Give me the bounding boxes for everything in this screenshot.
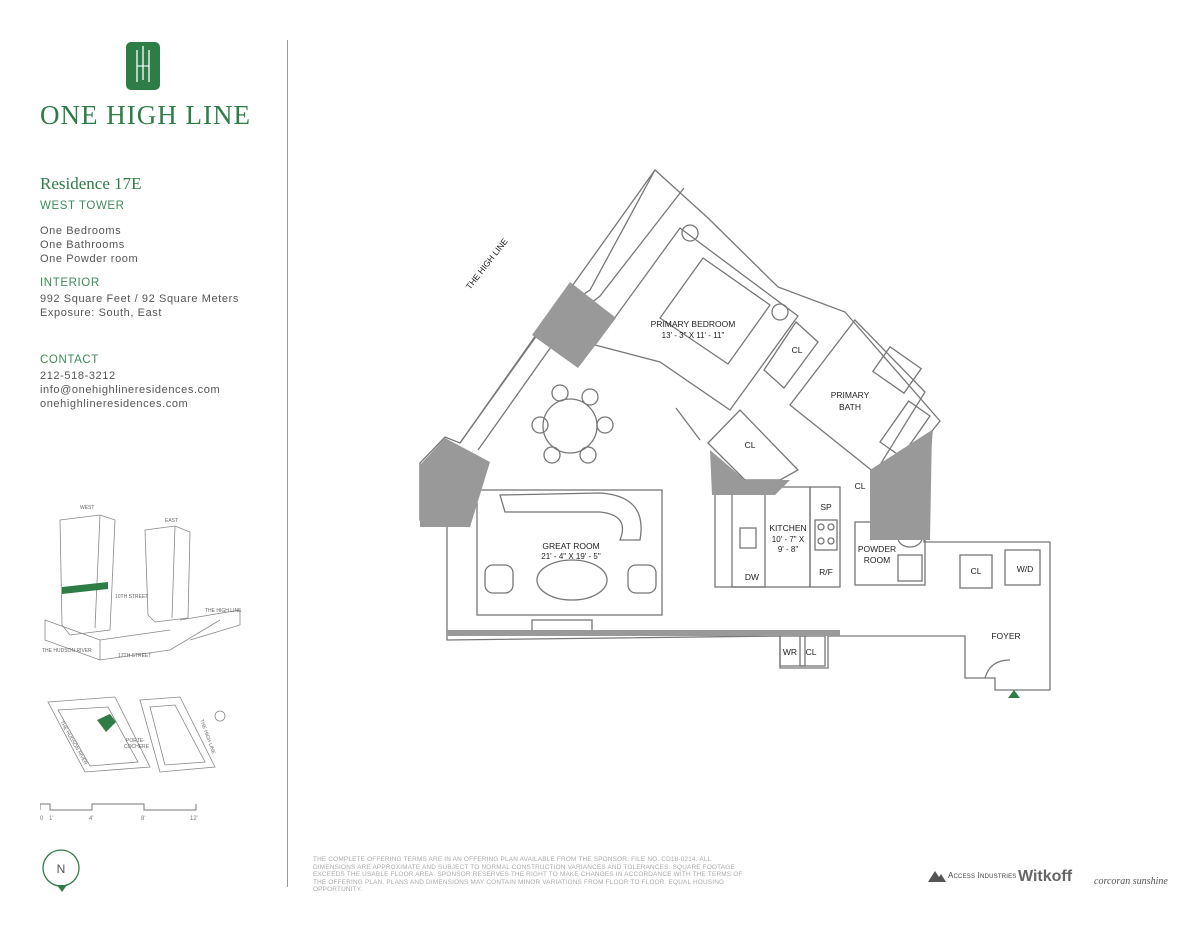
powder-room-label-1: POWDER: [858, 544, 896, 554]
interior-exposure: Exposure: South, East: [40, 307, 163, 319]
interior-heading: INTERIOR: [40, 277, 100, 289]
bathrooms-count: One Bathrooms: [40, 239, 125, 251]
kitchen-dim-2: 9' - 8": [778, 545, 799, 554]
key-hudson-label: THE HUDSON RIVER: [42, 648, 92, 654]
primary-bedroom-dim: 13' - 3" X 11' - 11": [662, 331, 725, 340]
building-key-plan: WEST EAST 10TH STREET THE HIGH LINE THE …: [42, 505, 242, 661]
wr-label: WR: [783, 647, 797, 657]
powder-count: One Powder room: [40, 253, 139, 265]
bath-closet-label: CL: [855, 481, 866, 491]
primary-bath-label-2: BATH: [839, 402, 861, 412]
residence-tower: WEST TOWER: [40, 200, 125, 212]
floor-plan: THE HIGH LINE PRIMARY BEDROOM 13' - 3" X…: [419, 169, 1051, 698]
primary-bedroom-label: PRIMARY BEDROOM: [651, 319, 736, 329]
key-west-label: WEST: [80, 505, 94, 511]
kitchen-label: KITCHEN: [769, 523, 806, 533]
divider: [287, 40, 288, 887]
brand-logo-icon: [126, 42, 160, 90]
site-high-line-label: THE HIGH LINE: [198, 719, 216, 756]
hall-closet-label: CL: [745, 440, 756, 450]
site-hudson-label: THE HUDSON RIVER: [58, 720, 88, 766]
kitchen-dim-1: 10' - 7" X: [772, 535, 805, 544]
primary-bath-label-1: PRIMARY: [831, 390, 870, 400]
washer-dryer-label: W/D: [1017, 564, 1034, 574]
key-high-line-label: THE HIGH LINE: [205, 608, 242, 614]
scale-tick-4: 4': [89, 816, 93, 822]
scale-tick-0: 0: [40, 816, 44, 822]
dw-label: DW: [745, 572, 759, 582]
north-compass-icon: N: [42, 849, 80, 892]
bedroom-closet-label: CL: [792, 345, 803, 355]
powder-room-label-2: ROOM: [864, 555, 890, 565]
access-mountain-icon: [928, 871, 946, 882]
witkoff-logo: Witkoff: [1018, 868, 1073, 885]
contact-phone[interactable]: 212-518-3212: [40, 370, 116, 382]
foyer-label: FOYER: [991, 631, 1020, 641]
great-room-label: GREAT ROOM: [542, 541, 599, 551]
key-17th-street-label: 17TH STREET: [118, 653, 151, 659]
foyer-closet-label: CL: [971, 566, 982, 576]
access-label: Access Industries: [947, 871, 1017, 881]
great-room-dim: 21' - 4" X 19' - 5": [541, 552, 601, 561]
site-plan: THE HUDSON RIVER PORTE- COCHERE THE HIGH…: [47, 696, 226, 773]
brand-name: ONE HIGH LINE: [40, 100, 251, 130]
legal-disclaimer: THE COMPLETE OFFERING TERMS ARE IN AN OF…: [313, 856, 743, 894]
wr-closet-label: CL: [806, 647, 817, 657]
contact-heading: CONTACT: [40, 354, 99, 366]
high-line-label: THE HIGH LINE: [464, 236, 510, 291]
contact-website[interactable]: onehighlineresidences.com: [40, 398, 189, 410]
scale-tick-1: 1': [49, 816, 53, 822]
scale-bar: 0 1' 4' 8' 12': [40, 803, 198, 822]
bedrooms-count: One Bedrooms: [40, 225, 122, 237]
site-cochere-label: COCHERE: [124, 744, 150, 750]
rf-label: R/F: [819, 567, 833, 577]
contact-email[interactable]: info@onehighlineresidences.com: [40, 384, 221, 396]
scale-tick-12: 12': [190, 816, 198, 822]
access-industries-logo: Access Industries: [928, 870, 1017, 882]
key-east-label: EAST: [165, 518, 178, 524]
interior-area: 992 Square Feet / 92 Square Meters: [40, 293, 239, 305]
residence-title: Residence 17E: [40, 174, 142, 193]
compass-label: N: [57, 862, 66, 876]
key-10th-street-label: 10TH STREET: [115, 594, 148, 600]
site-porte-label: PORTE-: [126, 738, 145, 744]
sp-label: SP: [820, 502, 832, 512]
corcoran-logo: corcoran sunshine: [1094, 876, 1168, 887]
scale-tick-8: 8': [141, 816, 145, 822]
